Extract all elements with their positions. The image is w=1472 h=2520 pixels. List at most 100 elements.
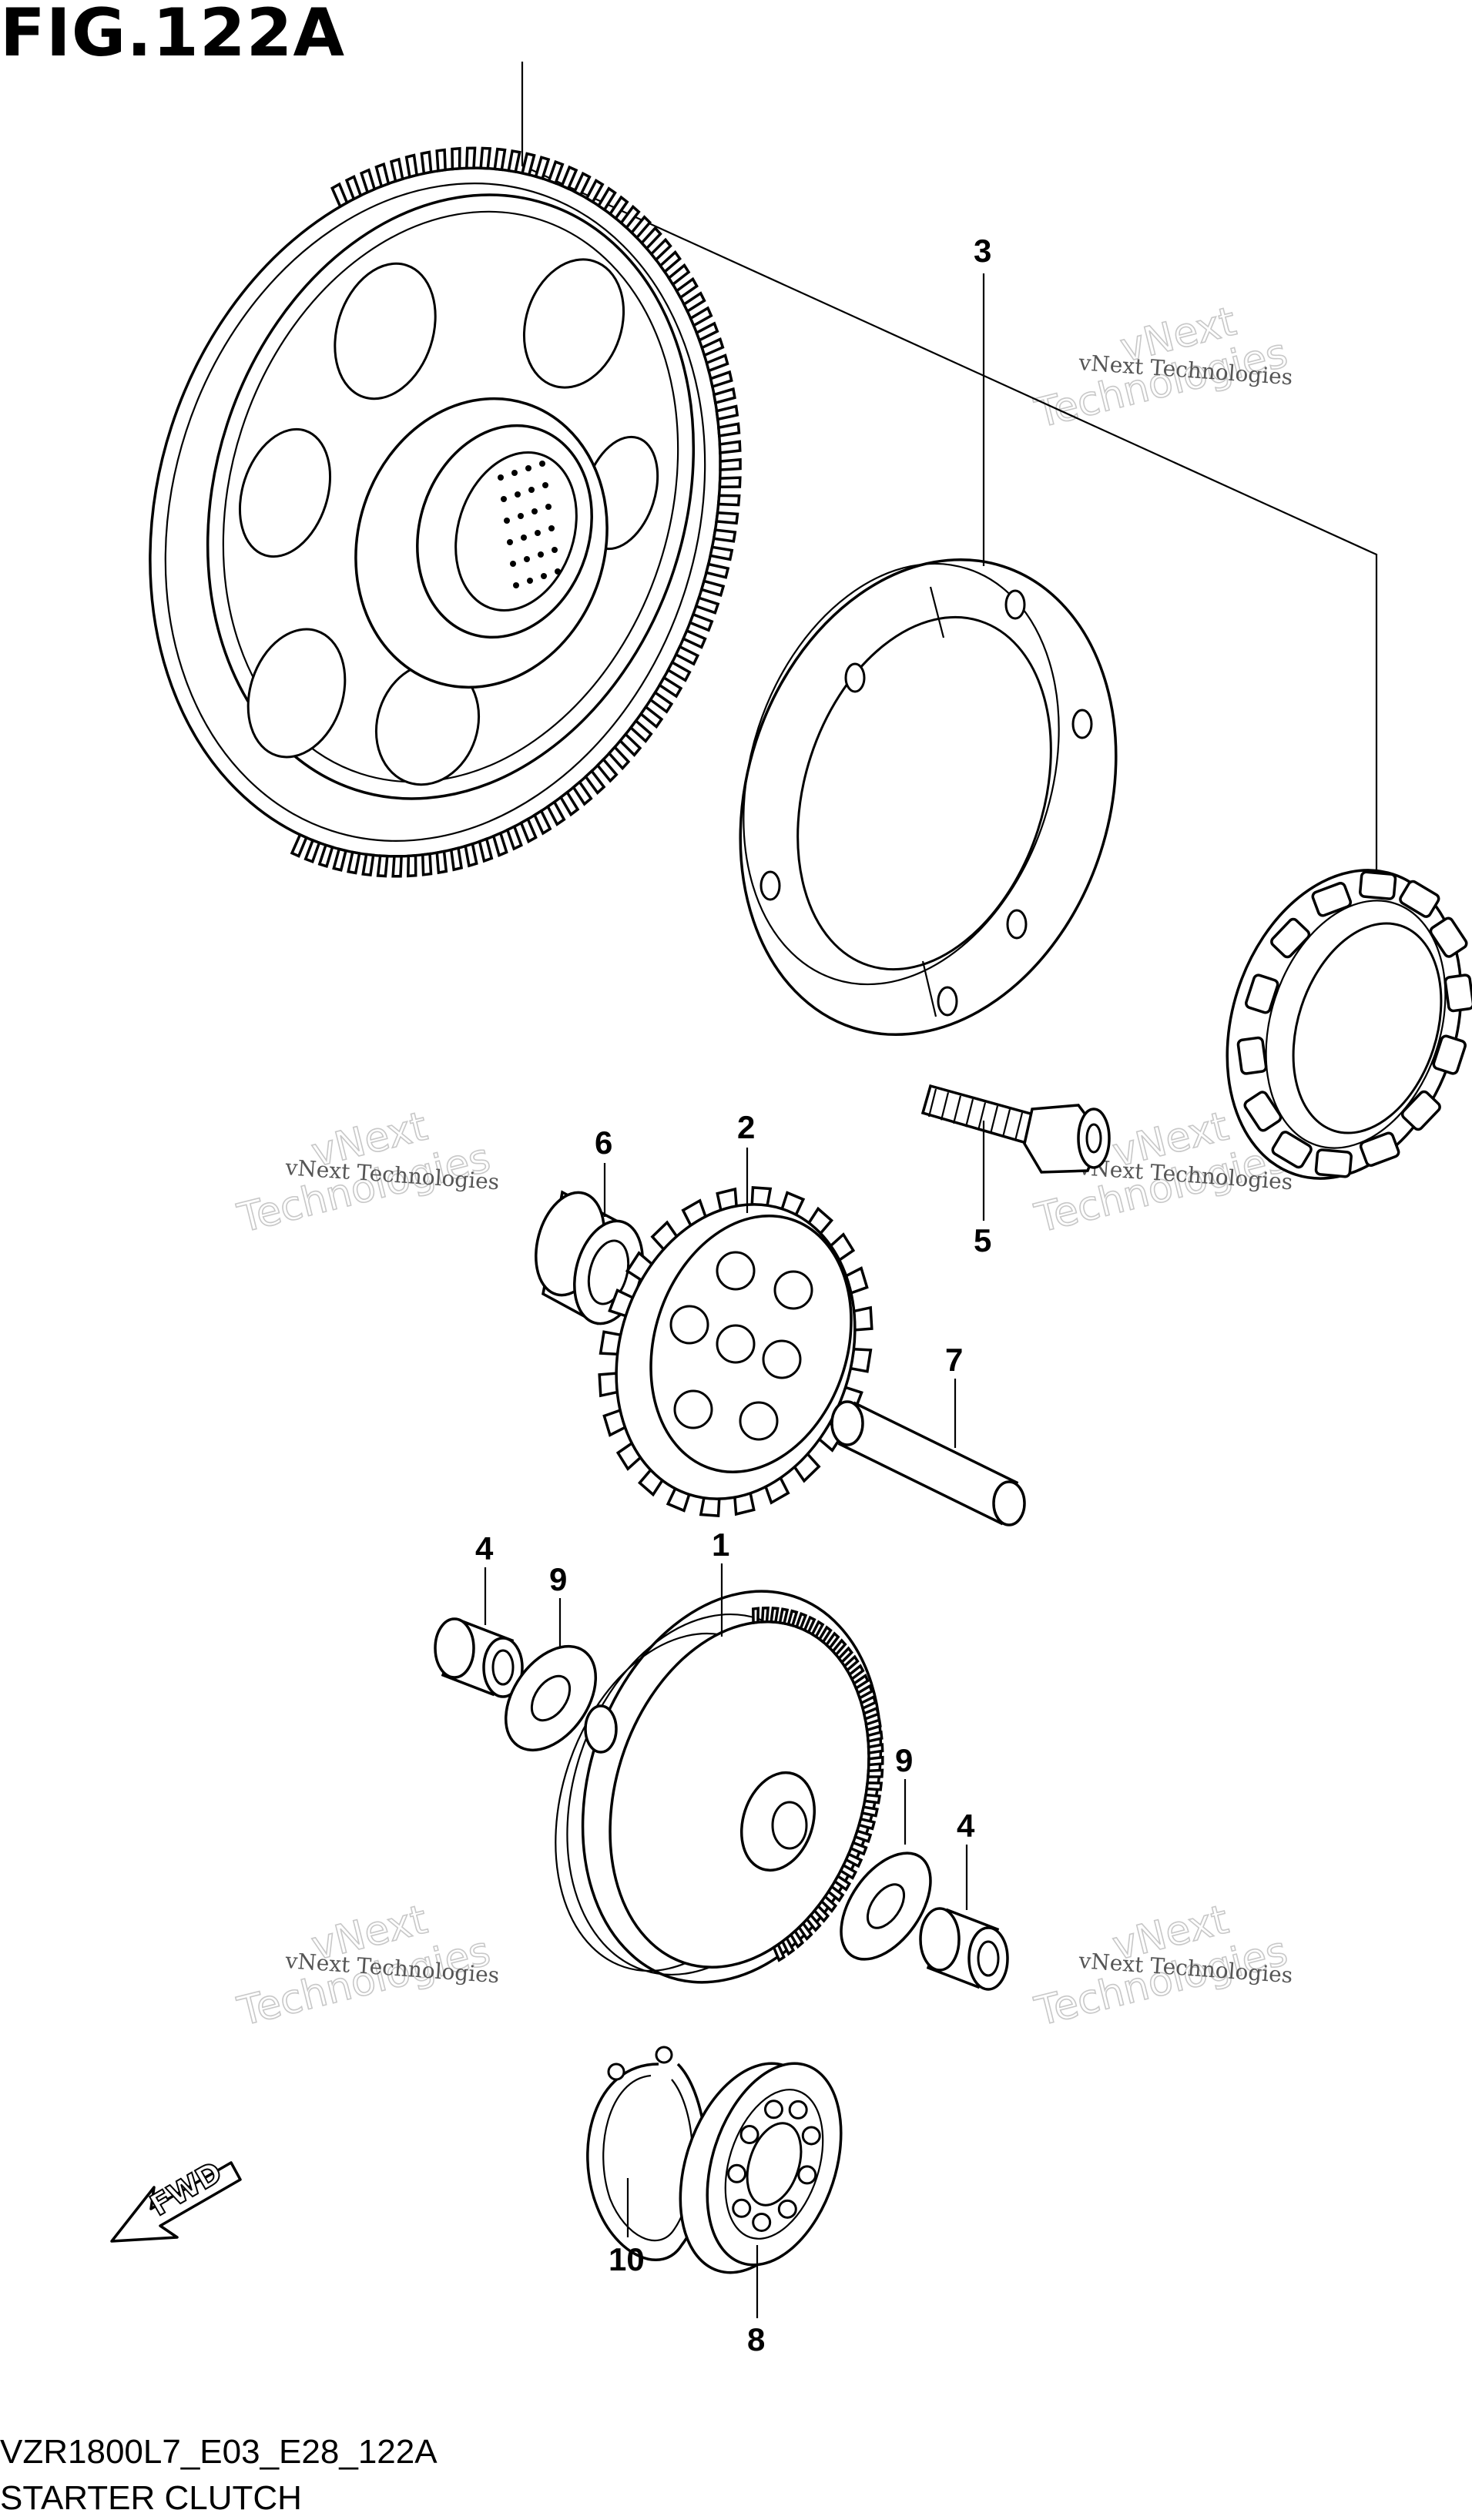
needle-dot [545,504,552,510]
needle-dot [521,534,527,541]
gear-tooth [584,769,606,796]
figure-title: FIG.122A [0,0,346,72]
gear-tooth [649,690,674,714]
part-3-clutch-ring [739,558,1118,1037]
gear-tooth [478,836,494,863]
watermark-bottom-left: Technologies vNext vNext Technologies [233,1896,500,2036]
gear-tooth [810,1620,825,1639]
gear-tooth [344,174,363,201]
callout-4-left: 4 [475,1530,494,1567]
gear-tooth [374,162,391,189]
callout-1: 1 [712,1526,729,1563]
gear-tooth [805,1912,822,1932]
gear-tooth [682,291,706,313]
gear-tooth [847,1664,865,1681]
gear-tooth [532,809,552,836]
gear-tooth [464,146,477,170]
sprag-roller [1243,1091,1283,1132]
part-5-bolt [920,1084,1111,1174]
watermark-bottom-right: Technologies vNext vNext Technologies [1030,1896,1293,2036]
gear-tooth [507,149,521,174]
gear-tooth [778,1607,790,1625]
gear-tooth [404,153,419,179]
gear-tooth [827,1885,845,1903]
bearing-ball [763,2099,783,2120]
gear-tooth [420,150,433,176]
watermark-mid-left: Technologies vNext vNext Technologies [233,1103,500,1243]
gear-tooth [712,528,737,543]
part-9-washer-left [504,1644,598,1752]
needle-dot [510,561,516,567]
sprag-roller [1271,1131,1313,1169]
gear-tooth [867,1743,884,1755]
part-1-starter-clutch [555,1590,884,1984]
gear-tooth [520,152,536,176]
gear-tooth [572,779,593,806]
gear-tooth [347,850,361,875]
sprag-roller [1236,1036,1268,1075]
bolt-thread [927,1088,937,1118]
callout-7: 7 [945,1342,963,1378]
gear-tooth [619,204,641,230]
gear-tooth [688,612,714,632]
sprag-roller [1311,882,1353,917]
gear-tooth [657,675,683,699]
sprag-roller [1359,1131,1400,1167]
hub-needle-bearing [498,461,561,588]
bolt-thread [977,1102,987,1131]
bearing-ball [788,2099,808,2120]
gear-tooth [534,156,551,180]
gear-tooth [833,1874,852,1892]
gear-tooth [303,838,321,864]
bolt-thread [1014,1112,1024,1141]
gear-tooth [491,831,508,857]
watermark-top-right: Technologies vNext vNext Technologies [1030,298,1293,438]
needle-dot [501,496,507,502]
leader-lines [484,273,985,2318]
gear-tooth [849,1841,868,1856]
diagram-code: VZR1800L7_E03_E28_122A [0,2433,438,2471]
gear-tooth [856,1684,874,1701]
gear-tooth [699,579,726,597]
needle-dot [518,513,524,519]
gear-tooth [852,1674,870,1691]
callout-numbers: 3 2 6 5 7 1 4 9 9 4 10 8 [475,233,991,2357]
gear-tooth [598,1372,619,1398]
needle-dot [538,551,544,558]
gear-tooth [585,179,605,204]
sprag-roller [1245,973,1279,1014]
callout-4-right: 4 [957,1808,975,1844]
sprag-roller [1314,1148,1353,1178]
gear-tooth [451,146,461,171]
gear-tooth [435,148,447,173]
callout-6: 6 [595,1124,612,1161]
gear-tooth [860,1694,877,1711]
gear-tooth [689,306,713,328]
gear-tooth [817,1625,833,1644]
gear-tooth [715,404,739,421]
needle-dot [552,547,558,553]
gear-tooth [391,854,403,878]
part-9-washer-right [840,1851,932,1961]
gear-tooth [857,1817,877,1831]
bolt-thread [989,1105,999,1134]
needle-dot [531,508,538,514]
gear-tooth [780,1935,796,1956]
gear-tooth [407,853,417,878]
assembly-bracket-line [521,62,1378,878]
gear-tooth [629,215,652,240]
gear-tooth [839,1863,858,1880]
gear-tooth [789,1929,805,1949]
sprag-roller [1399,880,1440,918]
bearing-ball [797,2165,817,2185]
callout-2: 2 [737,1109,755,1145]
sprag-roller [1270,917,1311,959]
gear-tooth [435,849,448,875]
needle-dot [513,582,519,588]
gear-tooth [421,852,433,876]
needle-dot [524,556,530,562]
gear-tooth [596,186,617,212]
gear-tooth [837,1646,853,1664]
gear-teeth [290,146,742,878]
needle-dot [498,474,504,481]
